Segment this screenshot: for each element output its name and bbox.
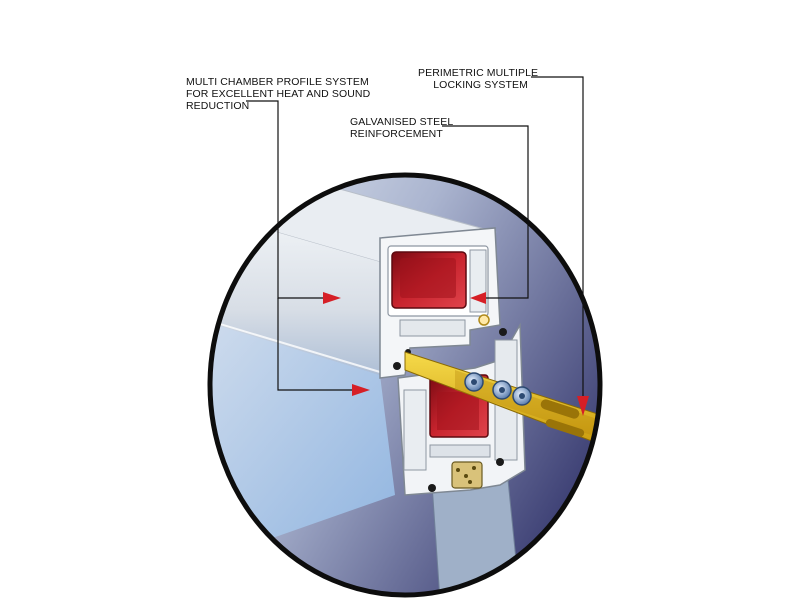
callout-arrows [323,292,589,416]
callout-galvanised-steel: GALVANISED STEEL REINFORCEMENT [350,116,454,140]
callout-line: REDUCTION [186,100,250,112]
arrow-steel [470,292,486,304]
callout-line: FOR EXCELLENT HEAT AND SOUND [186,88,371,100]
leader-line-multi-chamber [246,100,325,299]
callout-line: LOCKING SYSTEM [433,79,528,91]
arrow-multi-chamber-lower [352,384,370,396]
callout-line: GALVANISED STEEL [350,116,454,128]
callout-line: REINFORCEMENT [350,128,443,140]
callout-line: MULTI CHAMBER PROFILE SYSTEM [186,76,369,88]
callout-multi-chamber-profile: MULTI CHAMBER PROFILE SYSTEM FOR EXCELLE… [186,76,370,112]
sash-profile-section [379,227,501,379]
lens-rim [207,172,603,598]
frame-profile-section [397,322,526,496]
arrow-multi-chamber-upper [323,292,341,304]
leader-lines [246,76,584,398]
callout-perimetric-locking: PERIMETRIC MULTIPLE LOCKING SYSTEM [418,67,539,91]
profile-edge-line [210,317,381,373]
leader-line-multi-chamber-lower [277,298,352,391]
leader-line-locking [531,76,584,398]
callout-line: PERIMETRIC MULTIPLE [418,67,539,79]
locking-bar [404,351,600,449]
profile-side-face-lower [210,320,395,560]
cutaway-circle [207,172,603,598]
leader-line-steel [442,125,529,299]
arrow-locking [577,396,589,416]
gaskets [393,328,507,492]
